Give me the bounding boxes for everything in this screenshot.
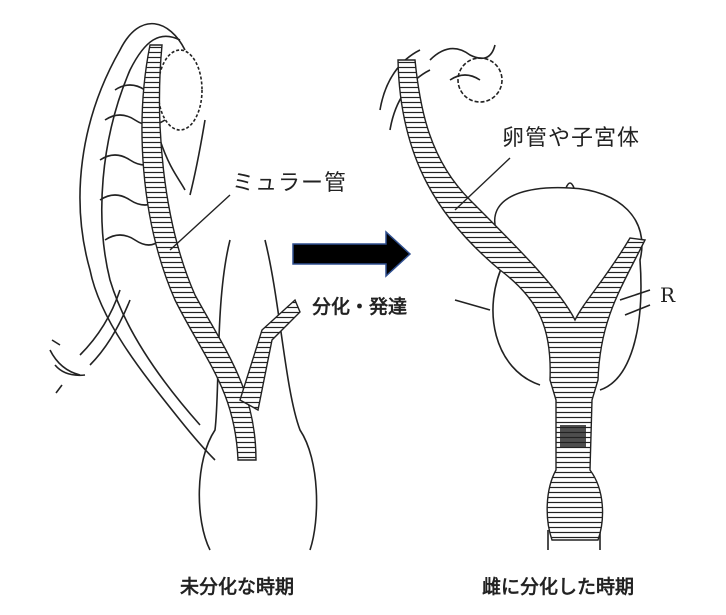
cervix-band (560, 425, 586, 447)
mullerian-duct-label: ミュラー管 (232, 171, 348, 196)
mullerian-leader-line (169, 194, 231, 251)
female-figure (379, 44, 651, 550)
mullerian-duct-shape (141, 44, 257, 461)
left-caption: 未分化な時期 (180, 576, 295, 598)
oviduct-uterus-label: 卵管や子宮体 (502, 126, 641, 151)
right-caption: 雌に分化した時期 (482, 576, 635, 598)
undifferentiated-figure (49, 22, 318, 551)
arrow-caption: 分化・発達 (312, 296, 408, 318)
oviduct-leader-line (454, 157, 511, 211)
r-label: R (660, 283, 676, 307)
duct-branch-shape (239, 298, 301, 412)
oviduct-uterus-shape (397, 59, 647, 541)
differentiation-arrow-icon (292, 230, 412, 278)
